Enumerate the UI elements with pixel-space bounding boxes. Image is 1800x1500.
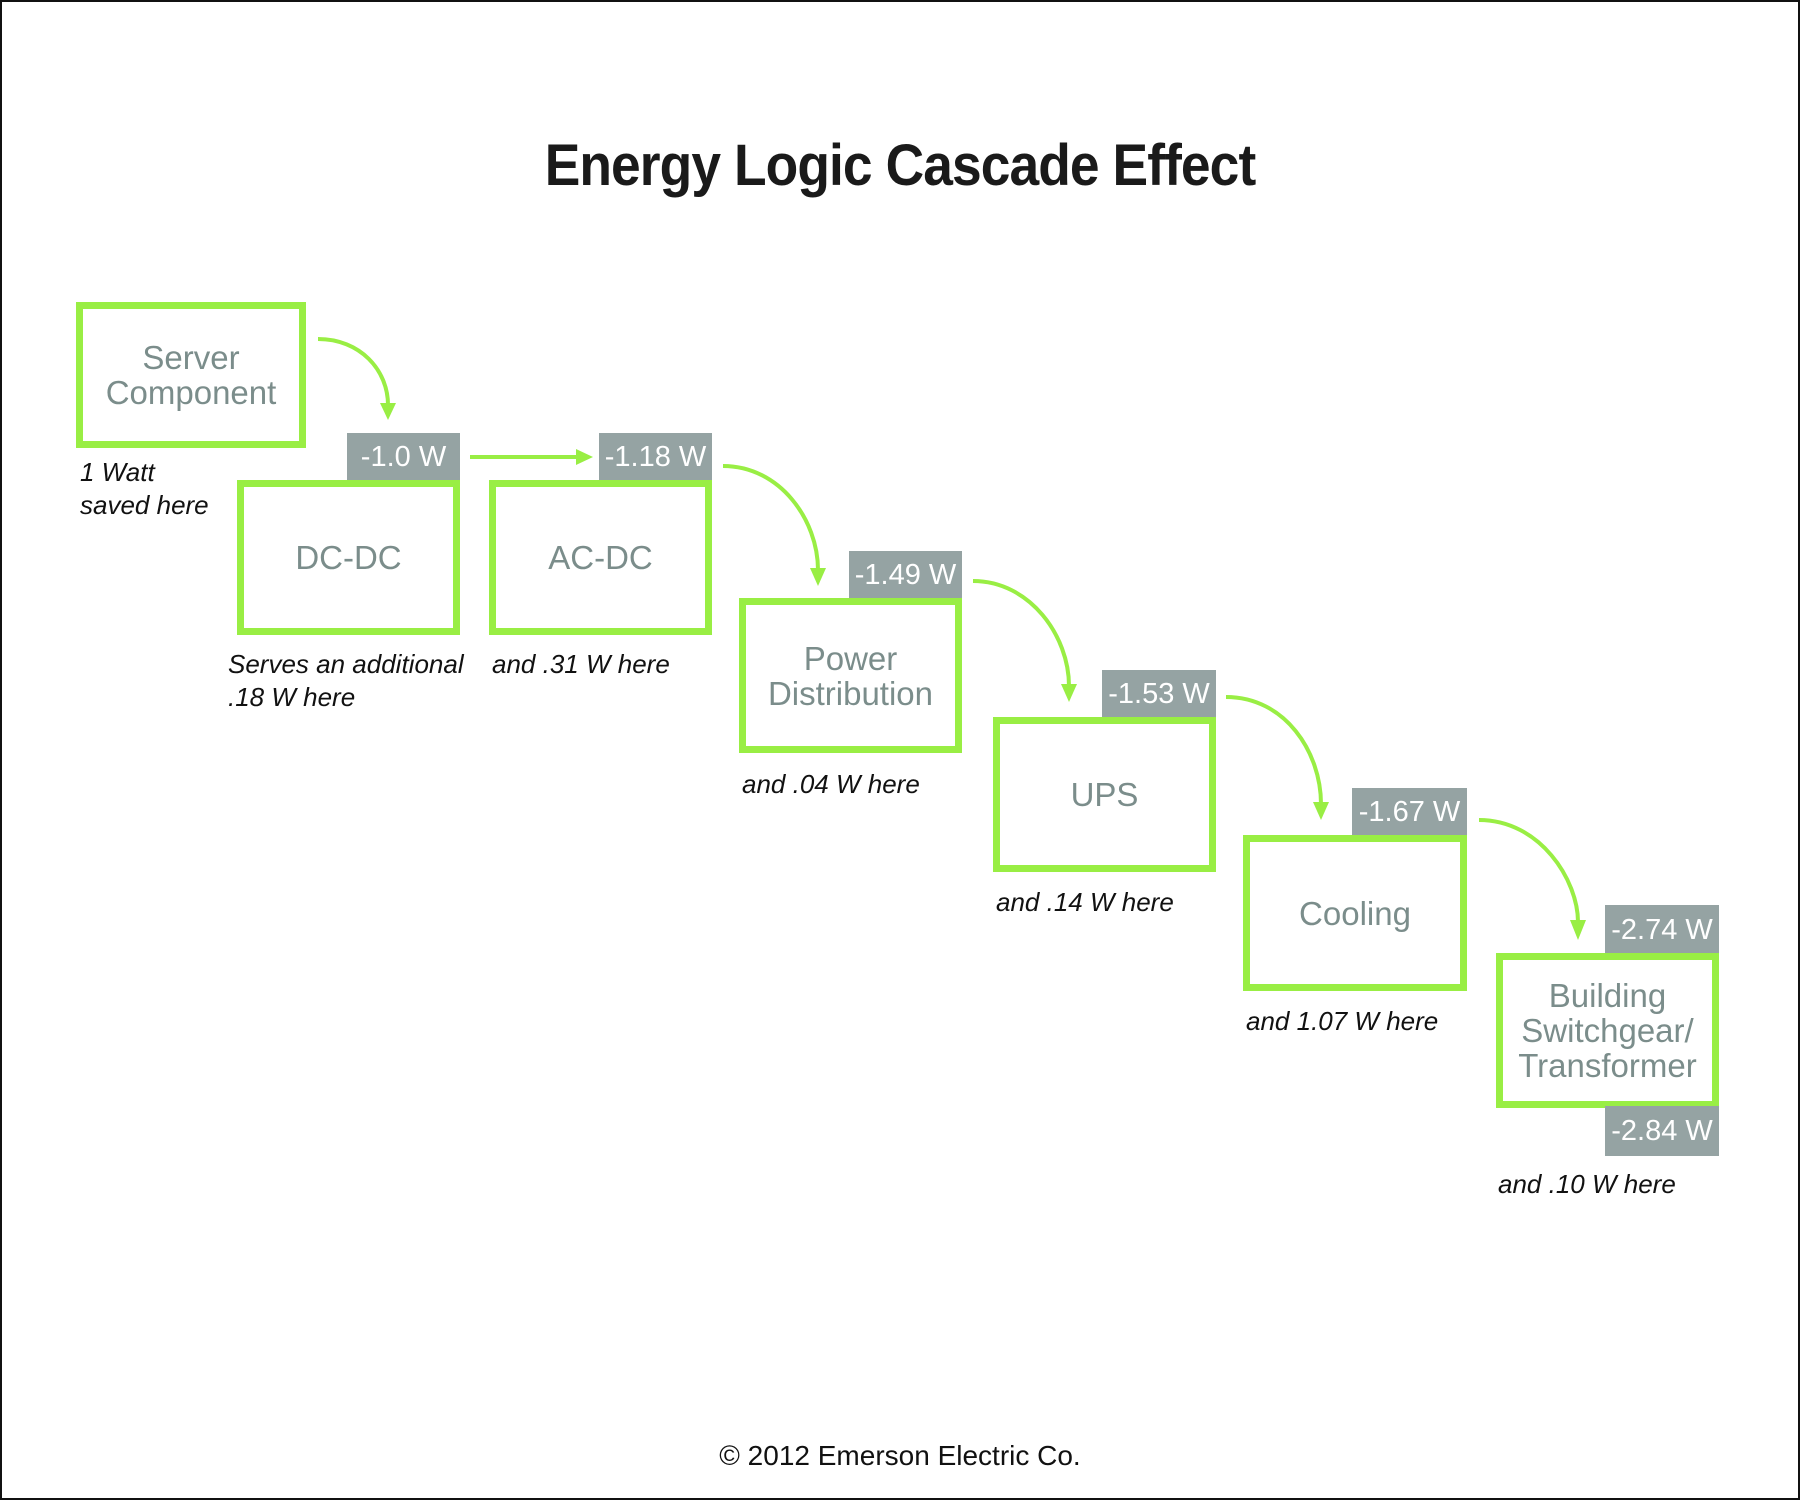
stage-note-cooling: and 1.07 W here bbox=[1246, 1006, 1439, 1036]
watt-tag-dc-dc: -1.0 W bbox=[347, 433, 460, 482]
stage-note-ac-dc: and .31 W here bbox=[492, 649, 670, 679]
stage-note-power-distribution: and .04 W here bbox=[742, 769, 920, 799]
stage-box-building-switchgear-transformer: Building Switchgear/ Transformer bbox=[1496, 953, 1719, 1108]
stage-label: UPS bbox=[1070, 776, 1139, 813]
stage-label: AC-DC bbox=[548, 539, 653, 576]
stage-box-dc-dc: DC-DC bbox=[237, 480, 460, 635]
stage-note-server-component: 1 Watt saved here bbox=[80, 457, 209, 520]
stage-box-cooling: Cooling bbox=[1243, 835, 1467, 991]
diagram-title: Energy Logic Cascade Effect bbox=[544, 133, 1257, 198]
stage-box-ac-dc: AC-DC bbox=[489, 480, 712, 635]
watt-tag-power-distribution: -1.49 W bbox=[849, 551, 962, 600]
stage-note-dc-dc: Serves an additional .18 W here bbox=[228, 649, 464, 712]
watt-tag-cooling: -1.67 W bbox=[1352, 788, 1467, 837]
stage-box-ups: UPS bbox=[993, 717, 1216, 872]
watt-tag-ups: -1.53 W bbox=[1102, 670, 1216, 719]
stage-note-ups: and .14 W here bbox=[996, 887, 1174, 917]
copyright-footer: © 2012 Emerson Electric Co. bbox=[719, 1440, 1081, 1471]
stage-label: DC-DC bbox=[295, 539, 402, 576]
stage-label: Building Switchgear/ Transformer bbox=[1518, 977, 1697, 1084]
watt-tag-building-top: -2.74 W bbox=[1605, 905, 1719, 955]
watt-tag-building-bottom: -2.84 W bbox=[1605, 1106, 1719, 1156]
watt-tag-ac-dc: -1.18 W bbox=[599, 433, 712, 482]
stage-box-power-distribution: Power Distribution bbox=[739, 598, 962, 753]
stage-note-building: and .10 W here bbox=[1498, 1169, 1676, 1199]
stage-label: Server Component bbox=[105, 339, 277, 411]
stage-label: Power Distribution bbox=[767, 639, 934, 712]
stage-label: Cooling bbox=[1299, 894, 1411, 932]
stage-box-server-component: Server Component bbox=[76, 302, 306, 448]
